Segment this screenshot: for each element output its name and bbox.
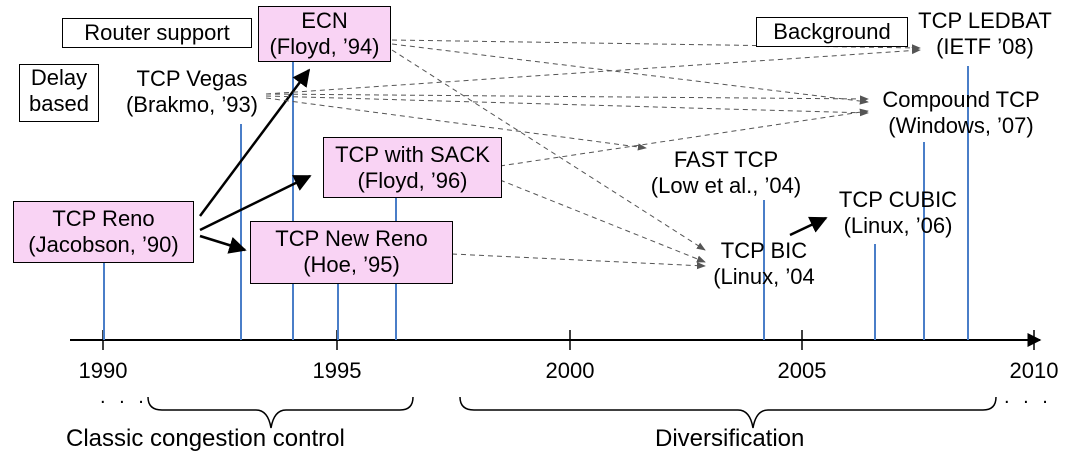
dashed-vegas-to-compound-b — [265, 95, 869, 117]
node-tcp-ledbat-ref: (IETF ’08) — [936, 34, 1034, 59]
arrow-bic-to-cubic — [789, 216, 828, 237]
node-ecn: ECN (Floyd, ’94) — [258, 6, 391, 62]
node-fast-tcp: FAST TCP (Low et al., ’04) — [628, 147, 824, 199]
brace-diversification — [459, 396, 997, 429]
node-tcp-sack-name: TCP with SACK — [335, 142, 490, 167]
node-tcp-reno: TCP Reno (Jacobson, ’90) — [13, 201, 194, 263]
node-tcp-bic-name: TCP BIC — [720, 238, 808, 263]
ellipsis-right: . . . — [1004, 386, 1052, 408]
year-label-1990: 1990 — [78, 358, 128, 383]
dashed-vegas-to-ledbat — [265, 46, 921, 95]
node-compound-tcp-ref: (Windows, ’07) — [888, 113, 1034, 138]
arrow-reno-to-ecn — [198, 68, 311, 217]
node-tcp-cubic: TCP CUBIC (Linux, ’06) — [828, 187, 968, 239]
dashed-sack-to-bic — [499, 179, 706, 263]
node-tcp-ledbat-name: TCP LEDBAT — [918, 8, 1052, 33]
arrow-reno-to-newreno — [199, 234, 247, 254]
node-tcp-new-reno: TCP New Reno (Hoe, ’95) — [250, 221, 453, 284]
node-tcp-vegas-name: TCP Vegas — [136, 66, 248, 91]
dashed-sack-to-compound — [499, 108, 869, 167]
node-tcp-new-reno-name: TCP New Reno — [275, 226, 428, 251]
node-tcp-sack-ref: (Floyd, ’96) — [357, 168, 468, 193]
category-delay-based: Delay based — [19, 64, 99, 122]
node-compound-tcp-name: Compound TCP — [882, 87, 1040, 112]
dashed-vegas-to-compound-a — [265, 93, 869, 103]
node-ecn-name: ECN — [301, 8, 348, 33]
node-tcp-sack: TCP with SACK (Floyd, ’96) — [323, 137, 502, 198]
category-delay-based-line2: based — [29, 91, 89, 116]
category-router-support: Router support — [62, 18, 252, 48]
dashed-ecn-to-ledbat — [391, 39, 921, 52]
node-ecn-ref: (Floyd, ’94) — [269, 34, 380, 59]
node-fast-tcp-name: FAST TCP — [673, 147, 779, 172]
brace-classic — [147, 396, 414, 429]
node-tcp-new-reno-ref: (Hoe, ’95) — [303, 252, 400, 277]
node-tcp-vegas: TCP Vegas (Brakmo, ’93) — [112, 66, 272, 118]
ellipsis-left: . . . — [100, 386, 148, 408]
node-tcp-ledbat: TCP LEDBAT (IETF ’08) — [910, 8, 1060, 60]
year-label-2010: 2010 — [1009, 358, 1059, 383]
category-background: Background — [756, 17, 908, 47]
node-tcp-reno-ref: (Jacobson, ’90) — [28, 232, 179, 257]
node-tcp-bic: TCP BIC (Linux, ’04 — [694, 238, 834, 290]
year-label-1995: 1995 — [312, 358, 362, 383]
dashed-ecn-to-compound — [391, 43, 869, 105]
dashed-ecn-to-bic — [391, 49, 706, 251]
category-delay-based-line1: Delay — [30, 65, 88, 90]
era-diversification-label: Diversification — [655, 425, 805, 452]
node-tcp-bic-ref: (Linux, ’04 — [713, 264, 815, 289]
year-label-2005: 2005 — [777, 358, 827, 383]
arrow-reno-to-sack — [199, 174, 312, 232]
node-tcp-cubic-name: TCP CUBIC — [838, 187, 958, 212]
node-tcp-vegas-ref: (Brakmo, ’93) — [125, 92, 259, 117]
node-fast-tcp-ref: (Low et al., ’04) — [650, 173, 802, 198]
era-classic-label: Classic congestion control — [66, 425, 345, 452]
node-compound-tcp: Compound TCP (Windows, ’07) — [866, 87, 1056, 139]
node-tcp-reno-name: TCP Reno — [52, 206, 155, 231]
year-label-2000: 2000 — [545, 358, 595, 383]
dashed-newreno-to-bic — [451, 253, 706, 270]
node-tcp-cubic-ref: (Linux, ’06) — [843, 213, 953, 238]
dashed-vegas-to-fast — [265, 97, 647, 151]
